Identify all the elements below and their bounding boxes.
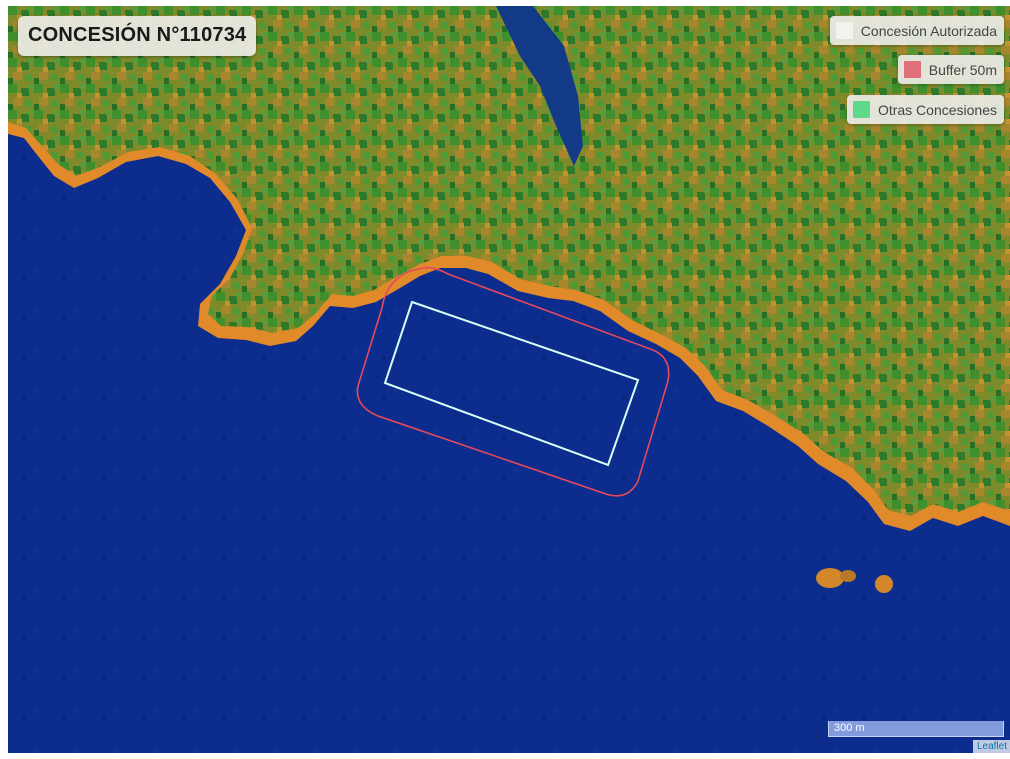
islet	[875, 575, 893, 593]
legend-swatch-authorized	[835, 22, 853, 39]
legend-swatch-buffer	[903, 61, 921, 78]
islet	[840, 570, 856, 582]
legend-item-other-concessions[interactable]: Otras Concesiones	[846, 95, 1004, 124]
satellite-basemap	[8, 6, 1010, 753]
legend-label: Concesión Autorizada	[860, 22, 997, 39]
legend-item-authorized-concession[interactable]: Concesión Autorizada	[829, 16, 1004, 45]
inlet	[496, 6, 583, 166]
buffer-polygon[interactable]	[356, 266, 670, 497]
legend-swatch-other	[852, 101, 870, 118]
map-view[interactable]: CONCESIÓN N°110734 Concesión Autorizada …	[8, 6, 1010, 753]
concession-title: CONCESIÓN N°110734	[18, 16, 257, 56]
legend-item-buffer[interactable]: Buffer 50m	[897, 55, 1004, 84]
authorized-concession-polygon[interactable]	[383, 300, 640, 467]
land	[8, 6, 1010, 516]
scale-bar: 300 m	[828, 721, 1004, 737]
islet	[816, 568, 844, 588]
attribution-link[interactable]: Leaflet	[972, 740, 1010, 753]
legend-label: Otras Concesiones	[877, 101, 997, 118]
legend-label: Buffer 50m	[928, 61, 997, 78]
